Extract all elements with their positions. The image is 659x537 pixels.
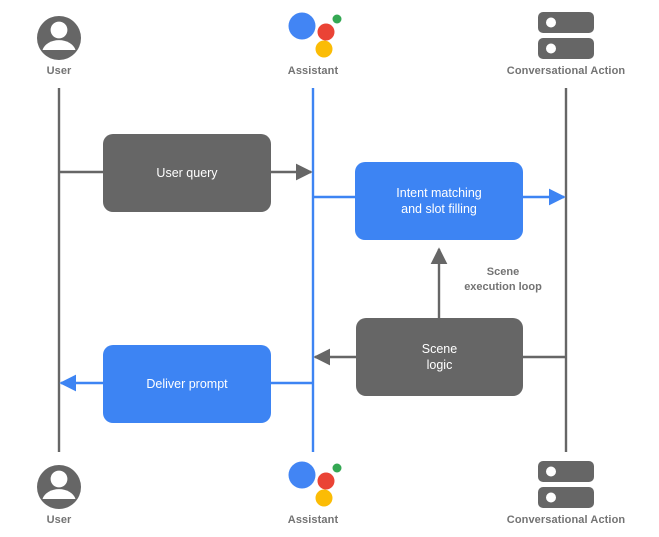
server-icon	[538, 461, 594, 508]
actor-label-assistant-bottom: Assistant	[287, 514, 339, 526]
actor-label-conversational-action-bottom: Conversational Action	[506, 514, 626, 526]
actor-label-assistant-top: Assistant	[287, 65, 339, 77]
google-assistant-icon	[288, 461, 342, 507]
actor-label-conversational-action-top: Conversational Action	[506, 65, 626, 77]
google-assistant-icon	[288, 12, 342, 58]
actor-label-user-top: User	[46, 65, 72, 77]
node-user-query[interactable]: User query	[103, 134, 271, 212]
server-icon	[538, 12, 594, 59]
user-avatar-icon	[37, 465, 81, 509]
actor-label-user-bottom: User	[46, 514, 72, 526]
node-deliver-prompt[interactable]: Deliver prompt	[103, 345, 271, 423]
user-avatar-icon	[37, 16, 81, 60]
